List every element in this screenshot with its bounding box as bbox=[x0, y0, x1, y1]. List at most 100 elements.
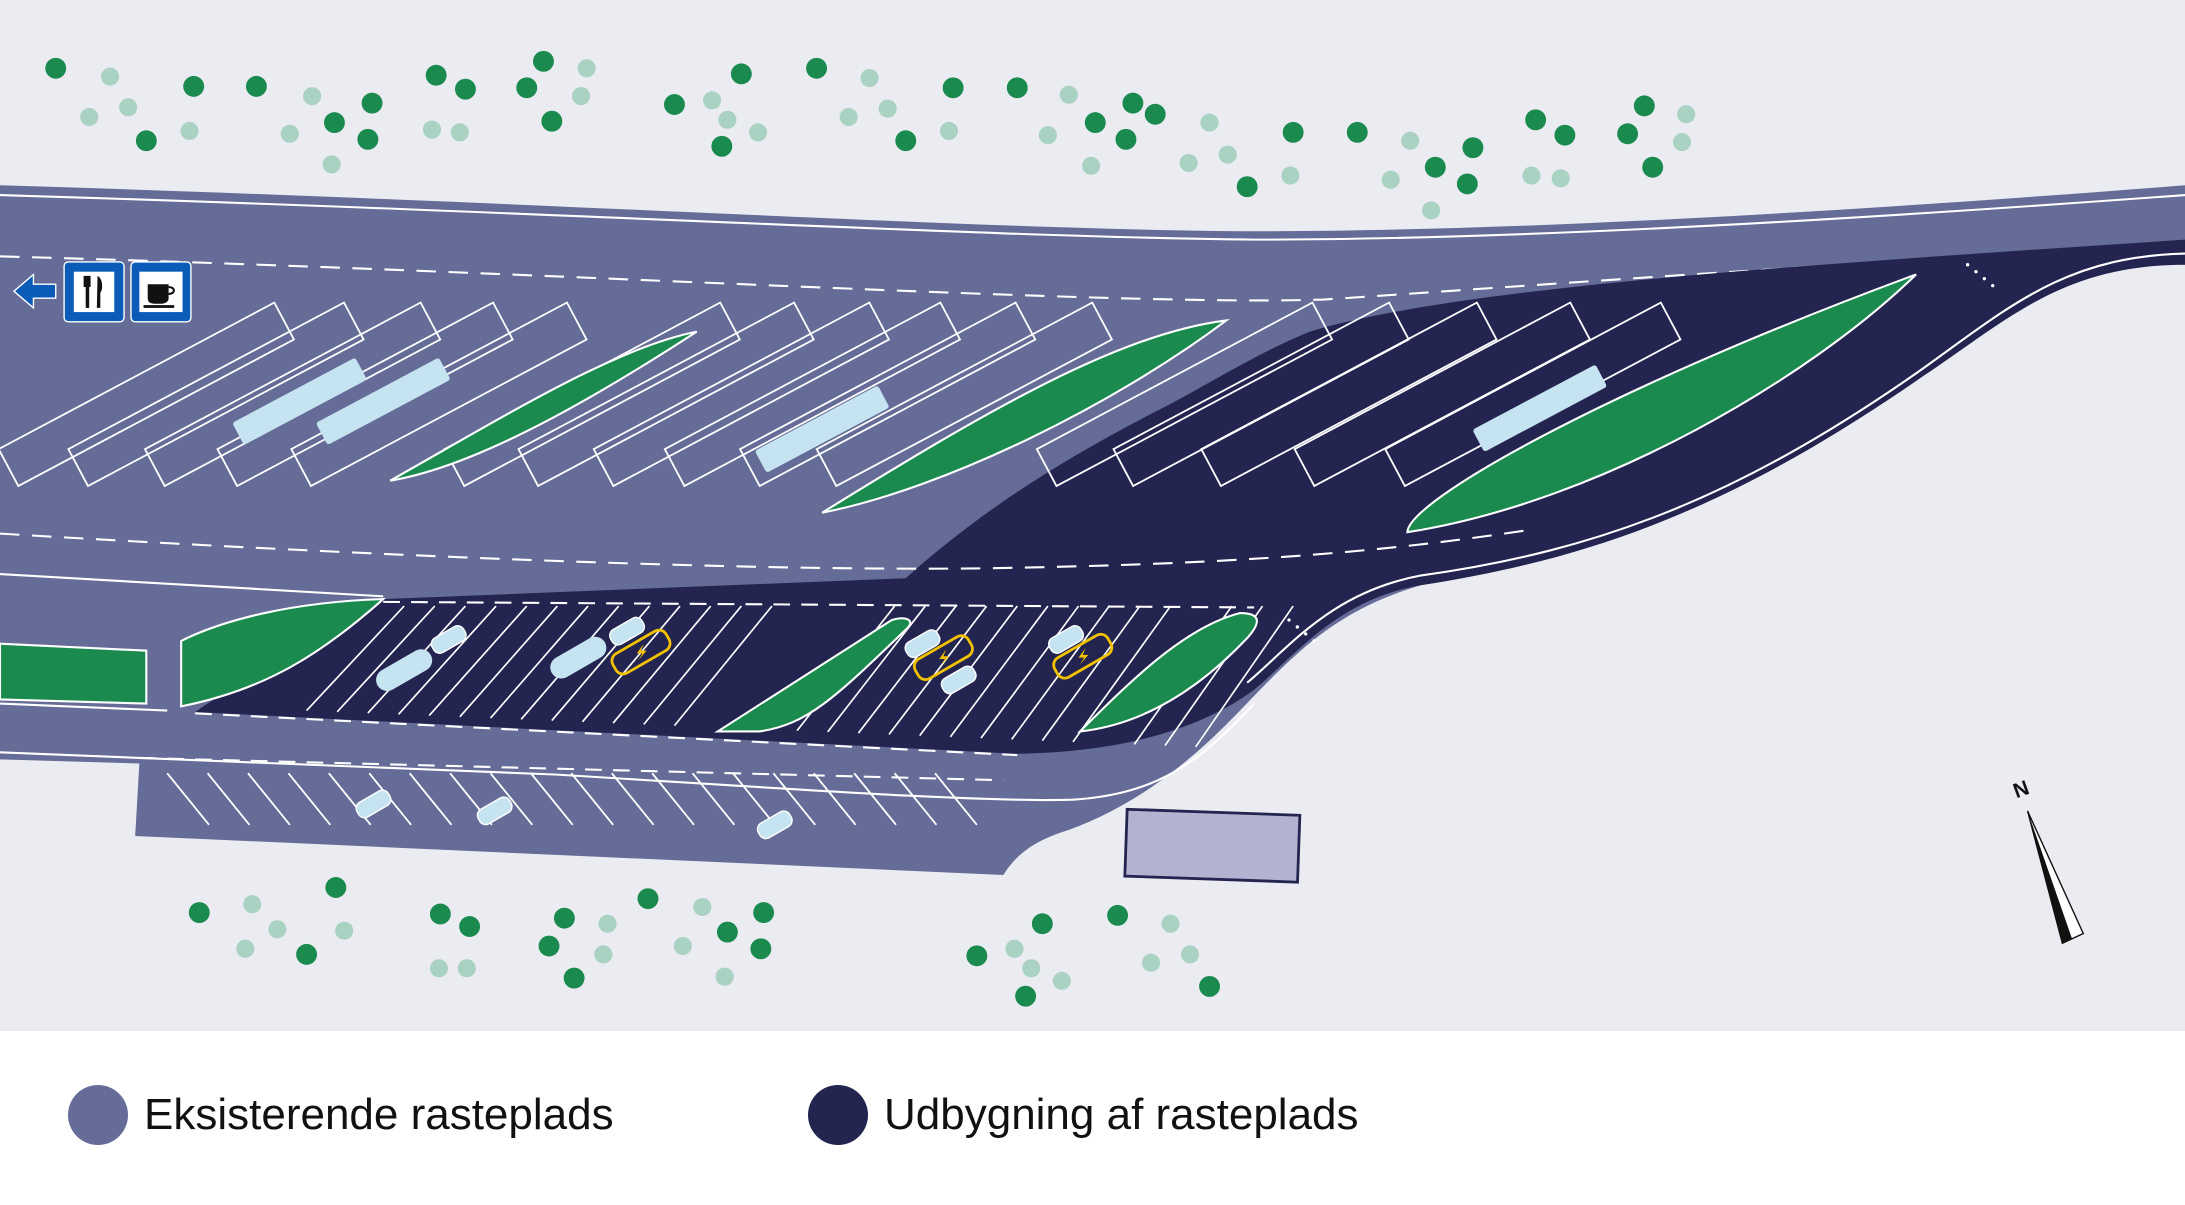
charging-spot bbox=[1052, 632, 1114, 680]
building bbox=[1123, 807, 1302, 884]
tree bbox=[357, 128, 379, 150]
car-stall-line bbox=[893, 772, 938, 826]
tree-light bbox=[119, 98, 138, 117]
truck-parking-slot bbox=[592, 301, 891, 488]
tree bbox=[1633, 95, 1655, 117]
car-stall-line bbox=[651, 772, 695, 826]
tree bbox=[1107, 904, 1129, 926]
tree bbox=[188, 902, 210, 924]
tree bbox=[716, 921, 738, 943]
car-stall-line bbox=[888, 605, 988, 735]
tree bbox=[429, 903, 451, 925]
tree-light bbox=[80, 107, 99, 127]
legend-item-existing: Eksisterende rasteplads bbox=[68, 1085, 614, 1145]
direction-arrow-icon bbox=[12, 272, 57, 310]
truck bbox=[1473, 365, 1607, 452]
green-island bbox=[180, 597, 387, 708]
car-stall-line bbox=[1194, 605, 1294, 748]
car bbox=[355, 789, 392, 819]
restaurant-sign bbox=[63, 261, 125, 323]
car bbox=[609, 616, 646, 646]
truck-parking-slot bbox=[738, 301, 1037, 488]
truck-parking-slot bbox=[517, 301, 815, 488]
car-stall-line bbox=[287, 772, 331, 826]
tree bbox=[296, 943, 318, 965]
tree bbox=[1115, 128, 1137, 150]
legend-swatch-existing bbox=[68, 1085, 128, 1145]
road-marker bbox=[1287, 618, 1291, 622]
tree-light bbox=[1672, 133, 1692, 152]
tree-light bbox=[749, 123, 768, 142]
tree-light bbox=[939, 121, 959, 141]
tree bbox=[1015, 985, 1037, 1007]
tree-light bbox=[1179, 153, 1198, 173]
tree bbox=[806, 57, 828, 79]
tree bbox=[1031, 913, 1053, 935]
tree-light bbox=[1551, 169, 1570, 188]
tree-light bbox=[1522, 166, 1541, 185]
tree bbox=[637, 888, 659, 910]
tree-light bbox=[703, 91, 722, 110]
car-stall-line bbox=[673, 605, 773, 727]
car-stall-line bbox=[1011, 605, 1110, 740]
truck bbox=[316, 358, 450, 445]
tree bbox=[1617, 123, 1639, 145]
caravan bbox=[550, 636, 607, 679]
tree-light bbox=[594, 945, 613, 964]
north-arrow: N bbox=[2010, 776, 2085, 945]
tree-light bbox=[243, 895, 262, 914]
charging-spot bbox=[610, 628, 672, 676]
tree-light bbox=[1200, 113, 1219, 132]
tree-light bbox=[236, 939, 255, 958]
car-stall-line bbox=[732, 772, 776, 826]
bottom-parking-lines bbox=[166, 772, 978, 826]
tree-light bbox=[839, 107, 858, 127]
green-island bbox=[1077, 611, 1258, 733]
tree bbox=[245, 75, 267, 97]
lane-dash-bottom bbox=[139, 756, 1004, 782]
green-islands bbox=[0, 273, 1917, 733]
tree bbox=[942, 77, 964, 99]
car bbox=[1048, 625, 1085, 654]
tree bbox=[1525, 109, 1547, 131]
tree bbox=[135, 130, 157, 152]
car-stall-line bbox=[581, 605, 681, 723]
lightning-icon bbox=[939, 649, 949, 666]
tree bbox=[538, 935, 560, 957]
tree bbox=[750, 938, 772, 960]
truck-parking-slot bbox=[663, 301, 962, 488]
tree bbox=[711, 135, 733, 157]
tree-light bbox=[457, 959, 476, 978]
tree bbox=[1122, 92, 1144, 114]
tree-light bbox=[450, 123, 469, 142]
tree bbox=[45, 57, 67, 79]
tree bbox=[563, 967, 585, 989]
tree bbox=[323, 112, 345, 134]
truck-parking-slot bbox=[1035, 301, 1334, 488]
rest-area-map: N bbox=[0, 0, 2185, 1031]
car bbox=[430, 625, 467, 654]
tree-light bbox=[1141, 953, 1161, 972]
car-stall-line bbox=[247, 772, 291, 826]
car-stall-line bbox=[570, 772, 614, 826]
truck-parking-slot bbox=[67, 301, 365, 488]
north-label: N bbox=[2010, 776, 2032, 803]
road-edge-top bbox=[0, 194, 2185, 241]
car bbox=[940, 665, 977, 695]
tree bbox=[459, 916, 481, 937]
road-edge-bottom bbox=[0, 702, 1255, 802]
tree bbox=[1346, 121, 1368, 143]
truck bbox=[755, 386, 889, 472]
tree bbox=[325, 877, 347, 898]
legend-item-expansion: Udbygning af rasteplads bbox=[808, 1085, 1359, 1145]
legend-label: Udbygning af rasteplads bbox=[884, 1090, 1359, 1139]
tree bbox=[966, 945, 988, 967]
tree-light bbox=[268, 920, 287, 939]
truck-parking-slots bbox=[0, 301, 1682, 488]
car-stall-line bbox=[166, 772, 210, 826]
tree-light bbox=[180, 121, 199, 141]
road-marker bbox=[1304, 632, 1308, 636]
tree-light bbox=[718, 110, 737, 129]
car-stall-line bbox=[305, 605, 405, 712]
tree-light bbox=[1218, 145, 1237, 164]
